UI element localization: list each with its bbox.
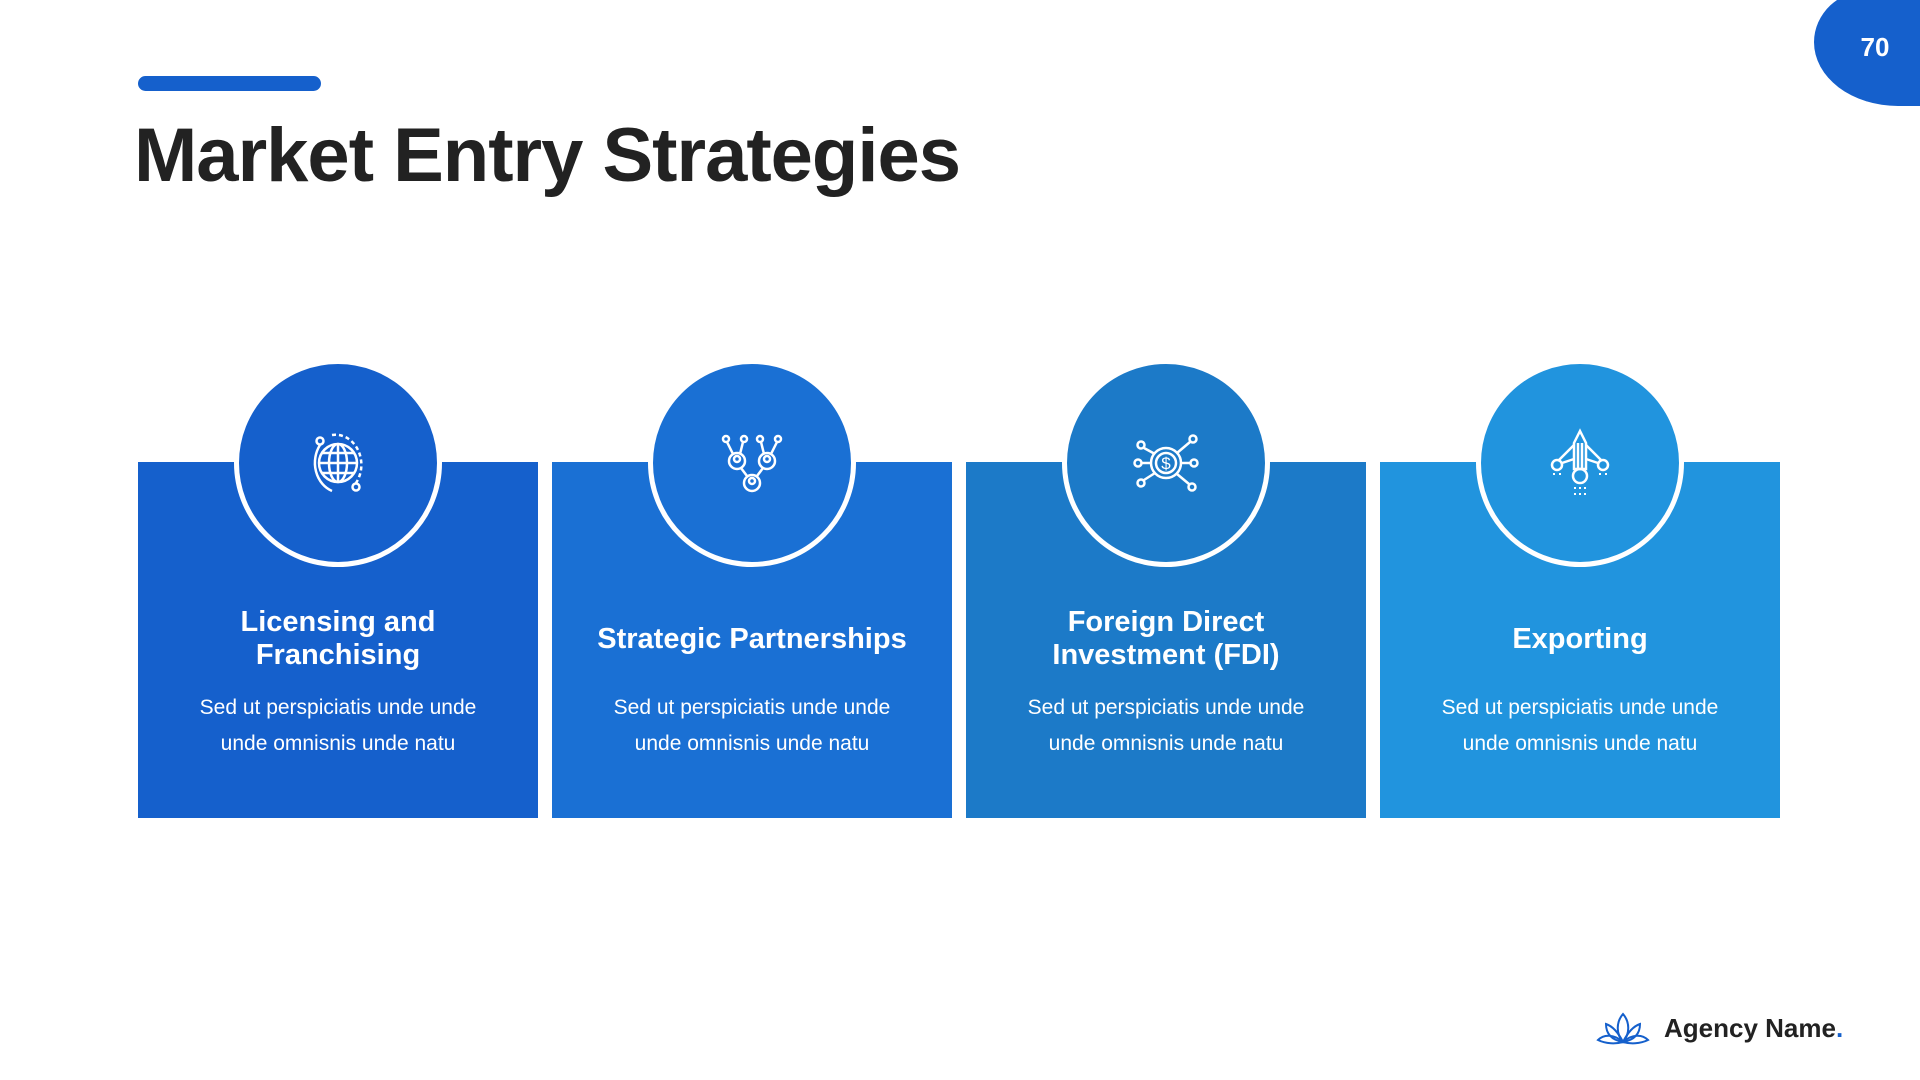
lotus-icon — [1596, 1012, 1650, 1045]
title-accent-bar — [138, 76, 321, 91]
network-people-icon — [648, 359, 856, 567]
strategy-card-exporting: Exporting Sed ut perspiciatis unde unde … — [1380, 359, 1780, 818]
card-title: Licensing and Franchising — [240, 606, 436, 671]
card-description: Sed ut perspiciatis unde unde unde omnis… — [1441, 696, 1719, 755]
strategy-card-fdi: $ Foreign Direct Investment (FDI) Sed ut… — [966, 359, 1366, 818]
page-title: Market Entry Strategies — [134, 113, 961, 198]
strategy-card-licensing: Licensing and Franchising Sed ut perspic… — [138, 359, 538, 818]
card-title: Strategic Partnerships — [597, 622, 907, 655]
card-description: Sed ut perspiciatis unde unde unde omnis… — [613, 696, 891, 755]
rocket-icon — [1476, 359, 1684, 567]
globe-icon — [234, 359, 442, 567]
agency-name-text: Agency Name — [1664, 1012, 1836, 1043]
card-title: Foreign Direct Investment (FDI) — [1052, 606, 1280, 671]
card-title: Exporting — [1512, 622, 1648, 655]
page-number: 70 — [1860, 32, 1890, 62]
card-description: Sed ut perspiciatis unde unde unde omnis… — [199, 696, 477, 755]
agency-name: Agency Name. — [1664, 1013, 1843, 1044]
agency-name-dot: . — [1835, 1012, 1844, 1043]
agency-logo: Agency Name. — [1596, 1010, 1843, 1046]
strategy-card-partnerships: Strategic Partnerships Sed ut perspiciat… — [552, 359, 952, 818]
card-description: Sed ut perspiciatis unde unde unde omnis… — [1027, 696, 1305, 755]
dollar-network-icon: $ — [1062, 359, 1270, 567]
svg-text:$: $ — [1161, 454, 1171, 473]
